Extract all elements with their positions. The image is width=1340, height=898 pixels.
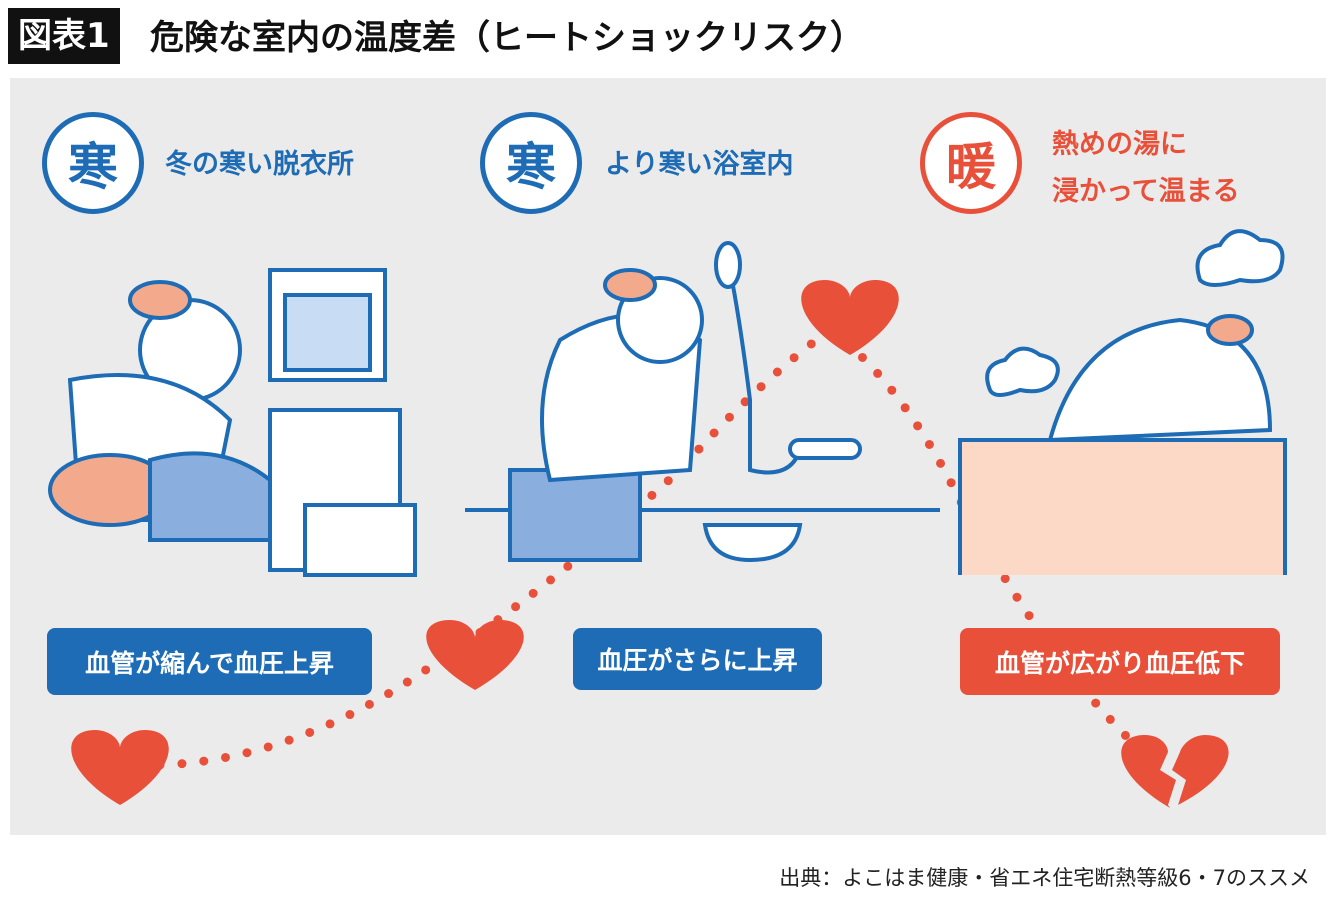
figure-title: 危険な室内の温度差（ヒートショックリスク） bbox=[150, 18, 864, 58]
label-bp-rise: 血管が縮んで血圧上昇 bbox=[47, 628, 372, 695]
label-bp-further-rise: 血圧がさらに上昇 bbox=[573, 628, 822, 690]
scene-bathroom-illustration bbox=[465, 241, 940, 563]
cold-badge-1: 寒 bbox=[42, 112, 144, 214]
caption-bath-line1: 熱めの湯に bbox=[1052, 129, 1187, 160]
caption-bathroom: より寒い浴室内 bbox=[605, 149, 794, 180]
scene-bathtub-illustration bbox=[958, 229, 1287, 575]
broken-heart-icon bbox=[1121, 735, 1229, 808]
scene-dressing-room-illustration bbox=[48, 268, 417, 577]
heart-icon bbox=[801, 280, 899, 355]
caption-dressing-room: 冬の寒い脱衣所 bbox=[165, 149, 354, 180]
label-bp-drop: 血管が広がり血圧低下 bbox=[960, 628, 1280, 695]
warm-badge: 暖 bbox=[920, 112, 1022, 214]
caption-bath-line2: 浸かって温まる bbox=[1052, 176, 1240, 207]
blood-pressure-dotted-line bbox=[155, 324, 1135, 770]
cold-badge-2: 寒 bbox=[480, 112, 582, 214]
source-note: 出典：よこはま健康・省エネ住宅断熱等級6・7のススメ bbox=[779, 866, 1310, 890]
heart-icon bbox=[71, 730, 169, 805]
figure-tag: 図表1 bbox=[8, 8, 120, 64]
heart-icon bbox=[426, 620, 524, 690]
